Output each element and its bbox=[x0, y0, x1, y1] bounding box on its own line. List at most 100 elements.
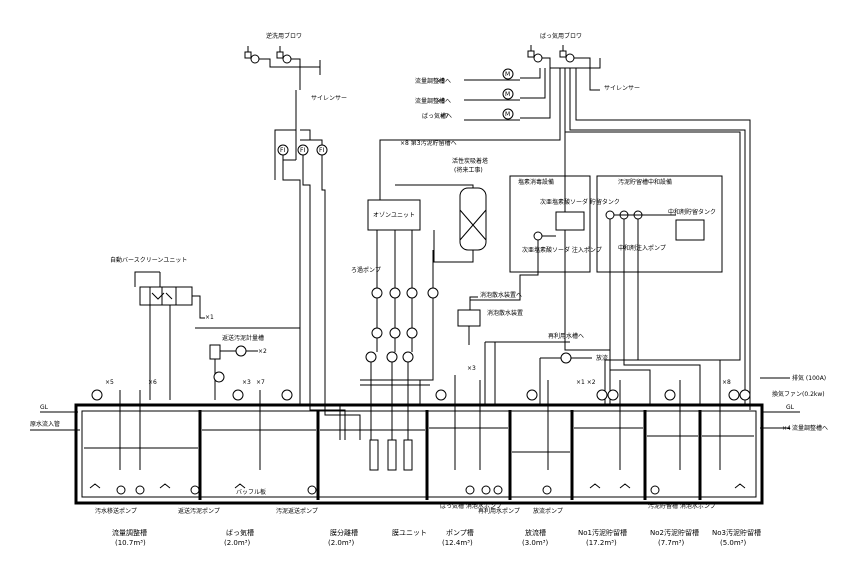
outflow-label: 流量調整槽へ bbox=[792, 424, 828, 432]
svg-text:×7: ×7 bbox=[256, 379, 265, 386]
tank-block: GL GL 原水流入管 流量調整槽へ バッフル板 bbox=[30, 403, 828, 505]
tank-name: No3汚泥貯留槽 bbox=[712, 528, 761, 537]
svg-text:M: M bbox=[505, 71, 510, 78]
tank-outer-wall bbox=[74, 403, 764, 505]
flow-indicator-icon bbox=[739, 389, 751, 401]
neutralizer-tank-label: 中和剤貯留タンク bbox=[668, 208, 716, 216]
blower-icon bbox=[282, 54, 292, 64]
svg-text:(10.7m³): (10.7m³) bbox=[115, 539, 146, 547]
ozone-unit-box bbox=[367, 199, 421, 231]
gl-left: GL bbox=[40, 404, 49, 411]
blower-icon bbox=[565, 53, 575, 63]
tank-name: 膜分離槽 bbox=[330, 528, 358, 537]
motor-valve-icon bbox=[502, 108, 514, 120]
flow-indicator-icon bbox=[365, 351, 377, 363]
svg-text:汚泥貯留槽 消泡水ポンプ: 汚泥貯留槽 消泡水ポンプ bbox=[648, 502, 716, 510]
svg-text:M: M bbox=[505, 111, 510, 118]
backwash-unit-box bbox=[457, 309, 481, 327]
filter-pumps: ろ過ポンプ 消泡散水装置へ 消泡散水装置 bbox=[351, 230, 523, 440]
chlorine-tank-label: 次亜塩素酸ソーダ 貯留タンク bbox=[540, 198, 620, 206]
svg-text:(12.4m³): (12.4m³) bbox=[442, 539, 473, 547]
svg-text:(3.0m³): (3.0m³) bbox=[522, 539, 548, 547]
blower-icon bbox=[533, 53, 543, 63]
silencer-left-label: サイレンサー bbox=[311, 95, 347, 102]
svg-text:(2.0m³): (2.0m³) bbox=[224, 539, 250, 547]
flow-indicator-icon bbox=[664, 389, 676, 401]
aeration-blower-label: ばっ気用ブロワ bbox=[540, 32, 582, 40]
svg-text:×4: ×4 bbox=[782, 425, 791, 432]
svg-text:再利用水ポンプ: 再利用水ポンプ bbox=[478, 507, 520, 515]
tank-name: No1汚泥貯留槽 bbox=[578, 528, 627, 537]
baffle-label: バッフル板 bbox=[236, 488, 266, 496]
filter-pump-icon bbox=[406, 327, 418, 339]
aeration-blower-group: ばっ気用ブロワ サイレンサー M M M 流量調整槽へ ×5 流量調整槽へ ×6… bbox=[379, 32, 751, 410]
svg-text:FI: FI bbox=[280, 147, 285, 154]
motor-icon bbox=[559, 50, 567, 58]
svg-text:×5: ×5 bbox=[105, 379, 114, 386]
flow-indicator-icon bbox=[91, 389, 103, 401]
exhaust-label: 排気 (100A) bbox=[792, 374, 826, 382]
tank-name: 流量調整槽 bbox=[112, 528, 147, 537]
pump-labels: 汚水移送ポンプ 返送汚泥ポンプ 汚泥返送ポンプ ばっ気槽 消泡水ポンプ 再利用水… bbox=[95, 502, 716, 515]
membrane-module bbox=[403, 439, 413, 471]
motor-valve-icon bbox=[502, 88, 514, 100]
chlorine-pump-icon bbox=[533, 231, 543, 241]
air-feed-label: ばっ気槽へ bbox=[422, 112, 452, 120]
motor-icon bbox=[244, 51, 252, 59]
flow-indicator-icon bbox=[213, 371, 225, 383]
membrane-units bbox=[369, 439, 413, 471]
level-controller-icon bbox=[435, 389, 447, 401]
motor-valve-icon bbox=[235, 345, 247, 357]
filter-pump-label: ろ過ポンプ bbox=[351, 266, 381, 274]
svg-text:(7.7m³): (7.7m³) bbox=[658, 539, 684, 547]
chlorine-panel: 塩素消毒設備 次亜塩素酸ソーダ 貯留タンク 次亜塩素酸ソーダ 注入ポンプ bbox=[469, 175, 620, 310]
fan-label: 換気ファン(0.2kw) bbox=[772, 390, 825, 398]
svg-text:(5.0m³): (5.0m³) bbox=[720, 539, 746, 547]
bar-screen-group: 自動バースクリーンユニット ×1 bbox=[110, 256, 214, 400]
tank-name: ばっ気槽 bbox=[226, 528, 254, 537]
level-indicator-icon bbox=[232, 389, 244, 401]
sludge-meter-label: 返送汚泥計量槽 bbox=[222, 334, 264, 342]
flow-indicator-icon bbox=[281, 389, 293, 401]
filter-pump-icon bbox=[389, 327, 401, 339]
filter-pump-icon bbox=[371, 327, 383, 339]
svg-text:×5: ×5 bbox=[436, 78, 445, 85]
activated-carbon-tower bbox=[459, 187, 487, 251]
tank-name: 放流槽 bbox=[525, 528, 546, 537]
bar-screen-label: 自動バースクリーンユニット bbox=[110, 256, 187, 264]
silencer-right-label: サイレンサー bbox=[604, 85, 640, 92]
svg-text:(17.2m³): (17.2m³) bbox=[586, 539, 617, 547]
svg-text:M: M bbox=[505, 91, 510, 98]
level-controller-icon bbox=[526, 389, 538, 401]
flow-indicator-icon bbox=[607, 389, 619, 401]
svg-text:FI: FI bbox=[300, 147, 305, 154]
neutralizer-panel: 汚泥貯留槽中和設備 中和剤貯留タンク 中和剤注入ポンプ bbox=[596, 175, 723, 405]
activated-carbon-note: (将来工事) bbox=[454, 166, 483, 174]
blower-icon bbox=[250, 54, 260, 64]
tank-name: 膜ユニット bbox=[392, 528, 427, 537]
pressure-gauge-icon bbox=[406, 287, 418, 299]
backwash-water-label: 消泡散水装置へ bbox=[480, 291, 522, 299]
svg-text:×1: ×1 bbox=[205, 314, 214, 321]
pressure-gauge-icon bbox=[389, 287, 401, 299]
air-feed-label: 流量調整槽へ bbox=[415, 77, 451, 85]
svg-text:汚泥返送ポンプ: 汚泥返送ポンプ bbox=[276, 507, 318, 515]
flow-meter-icon bbox=[427, 287, 439, 299]
svg-text:×1 ×2: ×1 ×2 bbox=[576, 379, 596, 386]
neutralizer-panel-frame bbox=[596, 175, 723, 273]
neutralizer-panel-title: 汚泥貯留槽中和設備 bbox=[618, 178, 672, 186]
chlorine-panel-title: 塩素消毒設備 bbox=[518, 178, 554, 186]
svg-text:×6: ×6 bbox=[436, 98, 445, 105]
tank-instruments: ×5 ×6 ×3 ×7 ×3 ×1 ×2 ×8 ×4 再利用水槽へ 放流 排気 … bbox=[91, 332, 826, 470]
air-feed-label: 流量調整槽へ bbox=[415, 97, 451, 105]
svg-text:放流ポンプ: 放流ポンプ bbox=[533, 507, 563, 515]
svg-text:ばっ気槽 消泡水ポンプ: ばっ気槽 消泡水ポンプ bbox=[440, 502, 502, 510]
discharge-label: 放流 bbox=[596, 354, 608, 362]
svg-text:×3: ×3 bbox=[242, 379, 251, 386]
backwash-blower-label: 逆洗用ブロワ bbox=[266, 32, 302, 40]
flow-indicator-icon bbox=[386, 351, 398, 363]
svg-text:×6: ×6 bbox=[148, 379, 157, 386]
motor-valve-icon bbox=[502, 68, 514, 80]
